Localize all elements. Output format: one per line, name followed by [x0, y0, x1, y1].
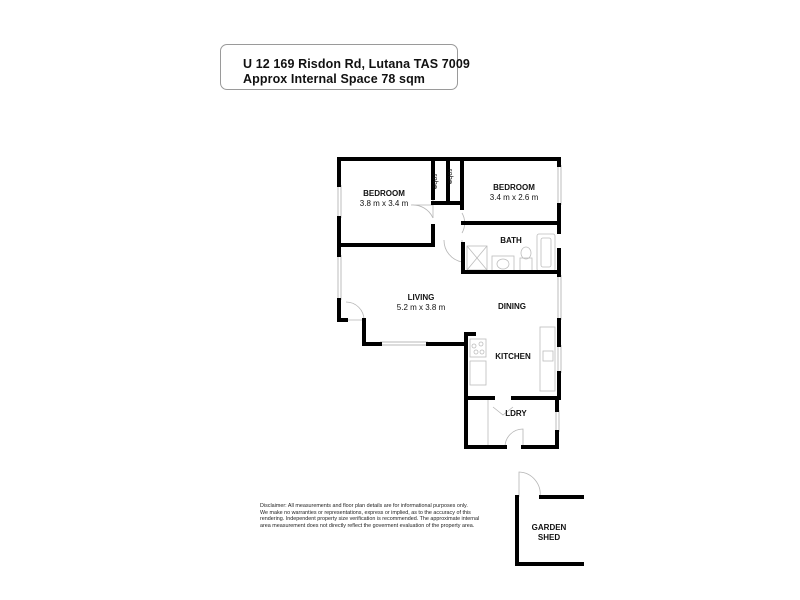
header-box: U 12 169 Risdon Rd, Lutana TAS 7009 Appr…	[220, 44, 470, 90]
robe-label-1: robe	[431, 173, 441, 190]
area-text: Approx Internal Space 78 sqm	[243, 72, 426, 86]
bedroom-2-name: BEDROOM	[493, 183, 535, 192]
garden-shed-name: GARDEN	[531, 523, 567, 532]
bath-label: BATH	[500, 236, 522, 245]
living-dims: 5.2 m x 3.8 m	[396, 303, 446, 312]
address-text: U 12 169 Risdon Rd, Lutana TAS 7009	[243, 57, 470, 71]
disclaimer-line: rendering. Independent property size ver…	[260, 516, 480, 523]
disclaimer-line: area measurement does not directly refle…	[260, 522, 475, 529]
living-label: LIVING 5.2 m x 3.8 m	[397, 293, 445, 313]
robe-label-2: robe	[446, 168, 456, 185]
garden-shed-name2: SHED	[537, 533, 561, 542]
disclaimer-line: We make no warranties or representations…	[260, 509, 471, 516]
doors	[345, 198, 541, 498]
bedroom-2-dims: 3.4 m x 2.6 m	[489, 193, 539, 202]
bedroom-1-name: BEDROOM	[363, 189, 405, 198]
bedroom-1-dims: 3.8 m x 3.4 m	[359, 199, 409, 208]
walls	[337, 157, 584, 566]
garden-shed-label: GARDEN SHED	[532, 523, 567, 543]
fixtures	[466, 233, 556, 447]
disclaimer: Disclaimer: All measurements and floor p…	[260, 503, 500, 529]
dining-label: DINING	[498, 302, 526, 311]
disclaimer-line: Disclaimer: All measurements and floor p…	[260, 503, 468, 509]
laundry-label: LDRY	[505, 409, 527, 418]
bedroom-1-label: BEDROOM 3.8 m x 3.4 m	[360, 189, 408, 209]
windows	[337, 165, 562, 432]
living-name: LIVING	[407, 293, 435, 302]
bedroom-2-label: BEDROOM 3.4 m x 2.6 m	[490, 183, 538, 203]
kitchen-label: KITCHEN	[495, 352, 531, 361]
